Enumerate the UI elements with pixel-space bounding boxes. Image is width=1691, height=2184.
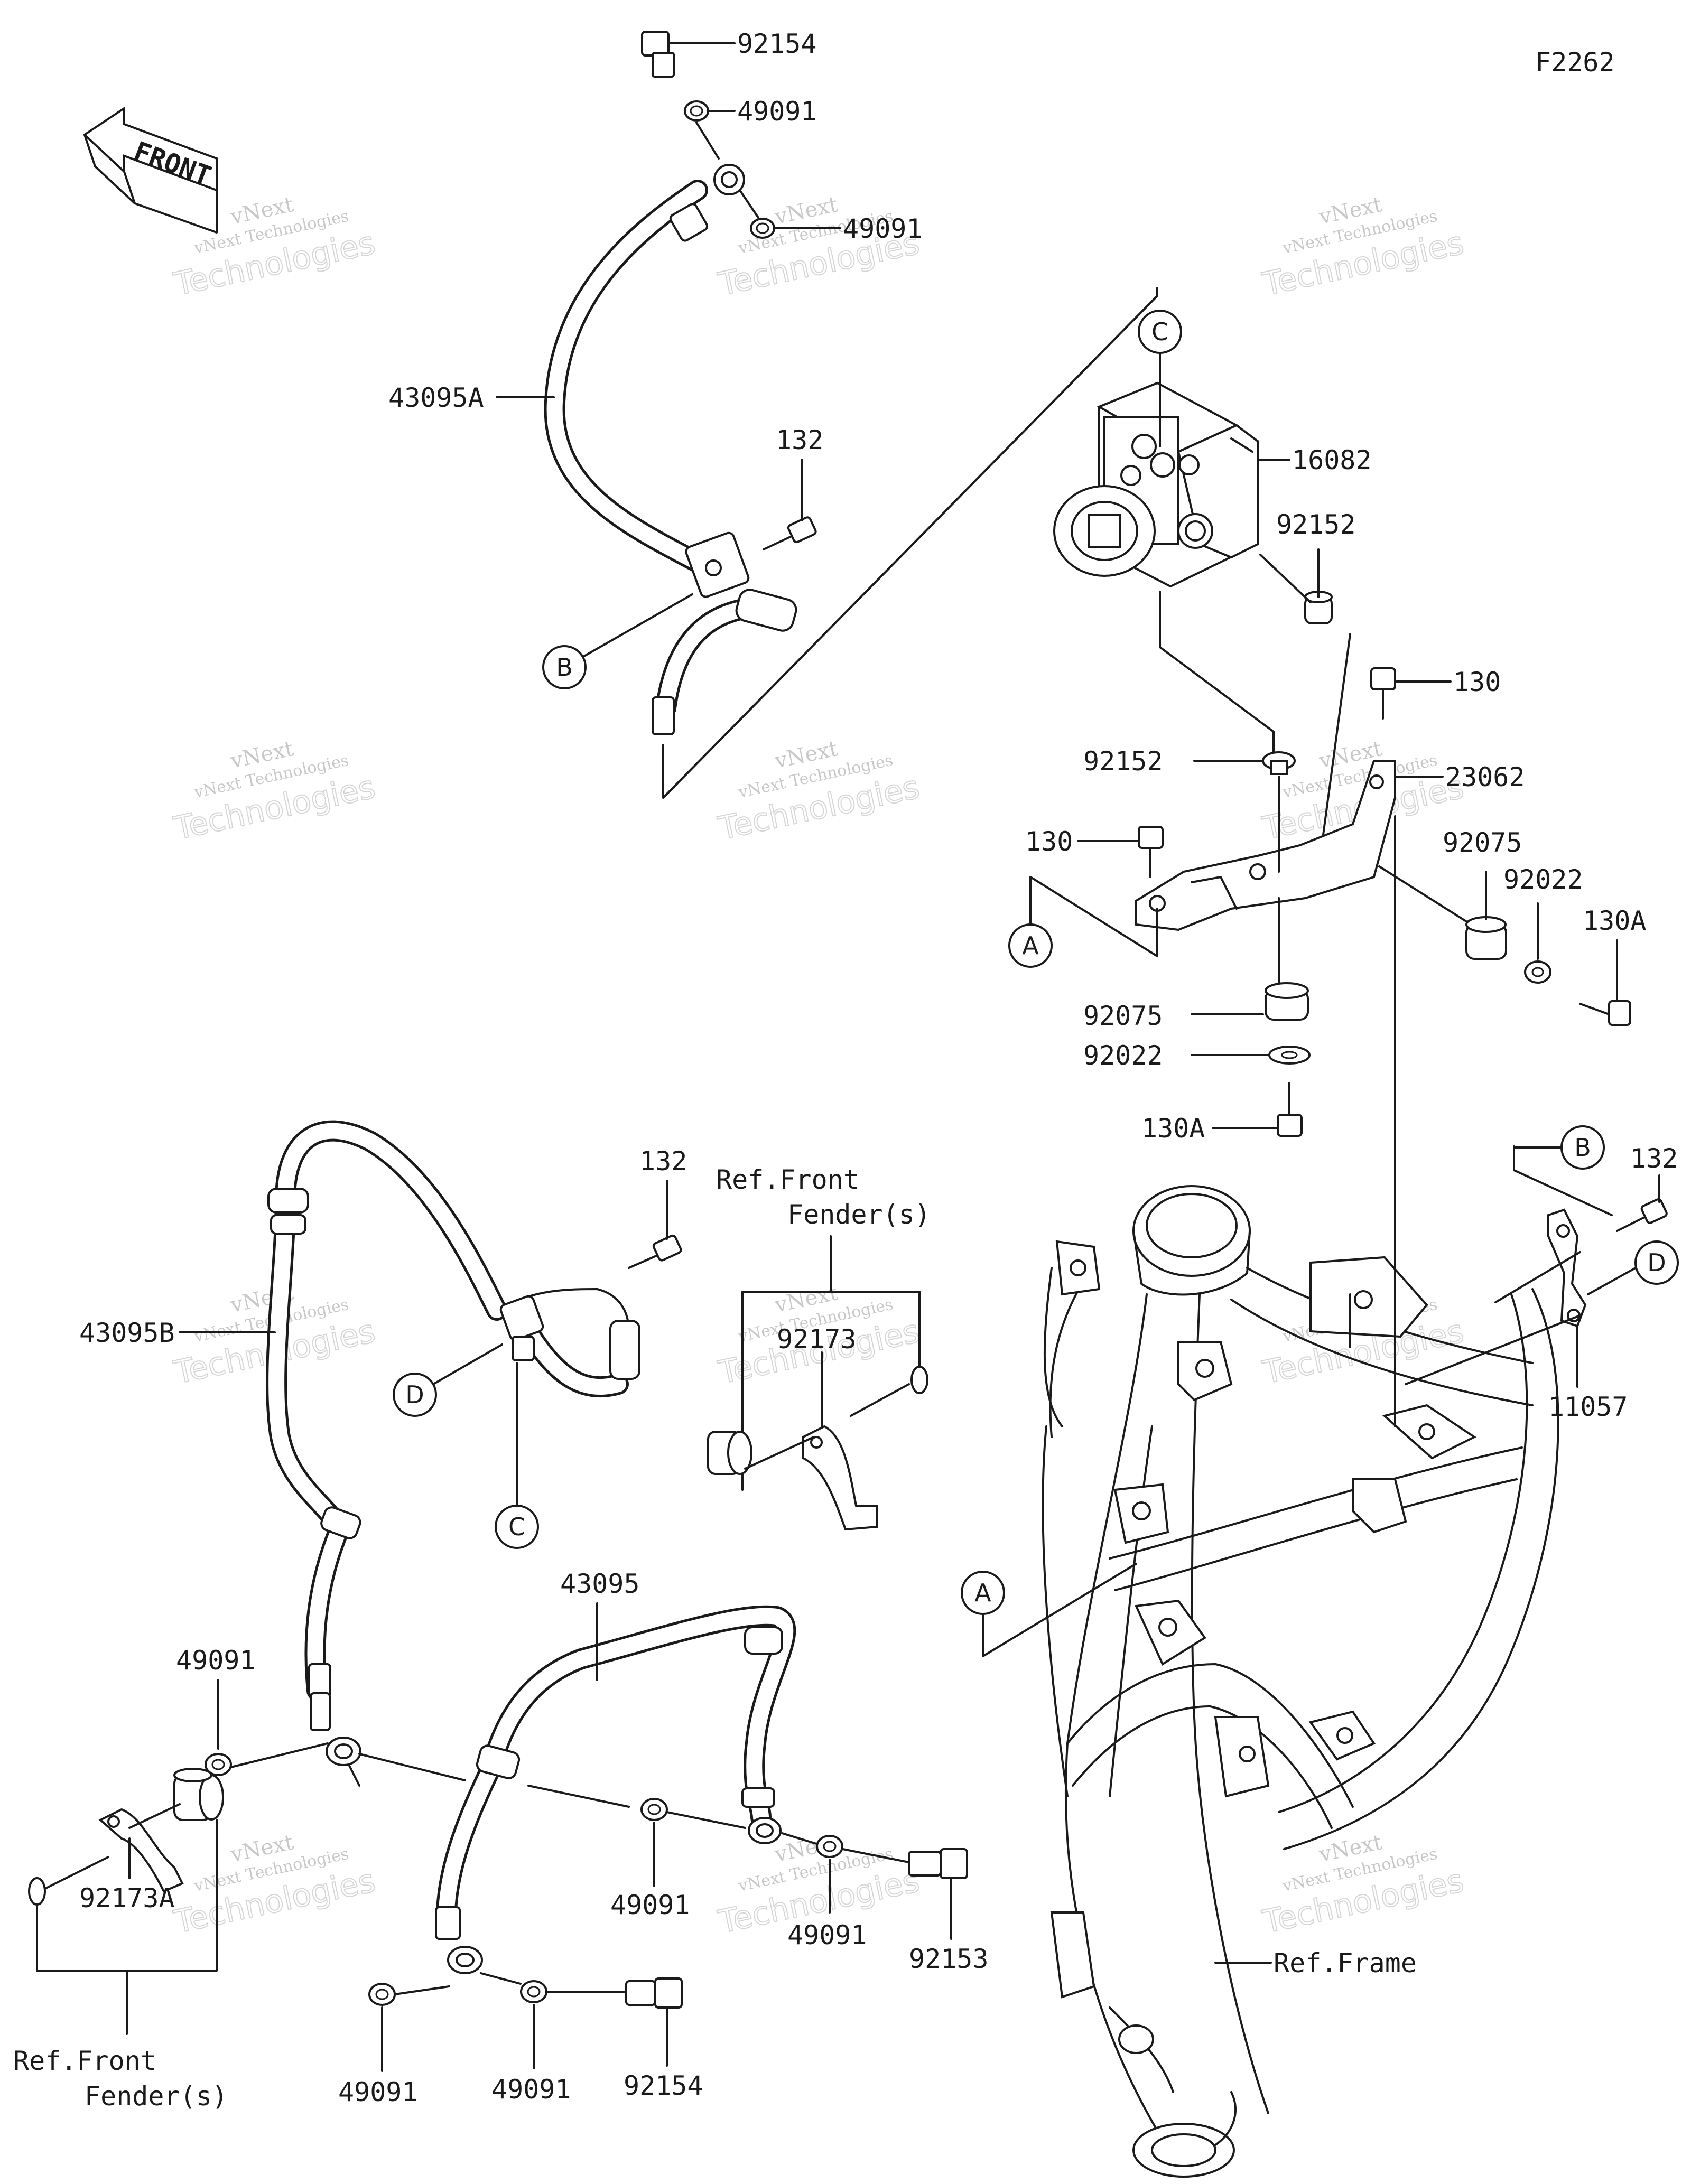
ref-label: Ref.Front bbox=[13, 2046, 156, 2076]
washer-92022 bbox=[1524, 960, 1551, 984]
guide-line bbox=[1513, 1145, 1613, 1216]
bolt-130A bbox=[1277, 1082, 1303, 1137]
hose-43095 bbox=[435, 1605, 796, 1974]
part-label: 43095A bbox=[388, 382, 484, 413]
clip-92173 bbox=[802, 1425, 878, 1531]
svg-text:D: D bbox=[405, 1380, 424, 1409]
rubber-damper-92075 bbox=[1465, 916, 1507, 960]
part-label: 92173 bbox=[777, 1324, 857, 1355]
part-label: 130A bbox=[1141, 1113, 1205, 1144]
callout-d bbox=[393, 1373, 437, 1417]
part-label: 92022 bbox=[1503, 864, 1583, 895]
part-label: 92154 bbox=[624, 2070, 703, 2101]
banjo-bolt-92153 bbox=[908, 1848, 968, 1879]
watermark: vNext vNext Technologies Technologies bbox=[1259, 1830, 1467, 1942]
part-label: Ref.Frame bbox=[1274, 1948, 1417, 1978]
watermark: vNext vNext Technologies Technologies bbox=[170, 736, 379, 848]
part-label: 49091 bbox=[491, 2074, 571, 2105]
washer-49091 bbox=[684, 100, 709, 122]
part-label: 130 bbox=[1453, 667, 1501, 697]
guide-line bbox=[1029, 876, 1158, 957]
part-label: 49091 bbox=[176, 1645, 256, 1676]
part-label: 49091 bbox=[843, 213, 923, 244]
front-arrow-icon: FRONT bbox=[82, 106, 218, 234]
washer-49091 bbox=[368, 1983, 396, 2006]
ref-label: Ref.Front bbox=[716, 1164, 859, 1195]
callout-a bbox=[961, 1571, 1005, 1615]
callout-b bbox=[542, 645, 587, 689]
svg-text:C: C bbox=[1151, 318, 1168, 346]
abs-unit-16082 bbox=[1053, 381, 1259, 588]
part-label: 92075 bbox=[1443, 827, 1522, 858]
svg-text:B: B bbox=[556, 653, 573, 682]
ref-label: Fender(s) bbox=[787, 1199, 931, 1230]
guide-line bbox=[1159, 591, 1275, 762]
washer-49091 bbox=[640, 1798, 668, 1821]
screw-92173 bbox=[850, 1366, 928, 1417]
frame bbox=[1042, 1185, 1559, 2178]
washer-49091 bbox=[750, 218, 775, 239]
part-label: 49091 bbox=[610, 1890, 690, 1920]
watermark: vNext vNext Technologies Technologies bbox=[170, 192, 379, 304]
washer-49091 bbox=[205, 1753, 232, 1776]
part-label: 132 bbox=[1630, 1143, 1678, 1174]
part-label: 92075 bbox=[1083, 1001, 1163, 1031]
watermark: vNext vNext Technologies Technologies bbox=[714, 736, 923, 848]
part-label: 49091 bbox=[737, 96, 817, 127]
washer-92022 bbox=[1268, 1046, 1311, 1065]
bolt-132 bbox=[628, 1234, 682, 1269]
svg-text:C: C bbox=[508, 1513, 525, 1541]
part-label: 23062 bbox=[1445, 762, 1525, 792]
part-label: 92022 bbox=[1083, 1040, 1163, 1071]
bolt-130A bbox=[1579, 1000, 1631, 1026]
clamp-11057 bbox=[1547, 1208, 1587, 1328]
part-label: 92154 bbox=[737, 29, 817, 59]
washer-49091 bbox=[520, 1980, 547, 2003]
part-label: 43095B bbox=[79, 1318, 175, 1348]
washer-49091 bbox=[816, 1835, 843, 1858]
svg-text:D: D bbox=[1647, 1248, 1666, 1277]
hose-43095A bbox=[544, 164, 797, 735]
hose-43095B bbox=[266, 1120, 640, 1787]
part-label: 49091 bbox=[787, 1920, 867, 1950]
watermark: vNext vNext Technologies Technologies bbox=[170, 1830, 379, 1942]
part-label: 132 bbox=[776, 425, 823, 455]
part-label: 49091 bbox=[338, 2077, 418, 2107]
banjo-bolt-92154-bottom bbox=[625, 1977, 683, 2009]
grommet-92152 bbox=[1262, 751, 1296, 775]
svg-text:B: B bbox=[1574, 1133, 1591, 1162]
ref-label: Fender(s) bbox=[85, 2081, 228, 2112]
bolt-132 bbox=[763, 516, 817, 550]
watermark: vNext vNext Technologies Technologies bbox=[1259, 192, 1467, 304]
rubber-damper-92075 bbox=[1265, 982, 1309, 1021]
guide-line bbox=[982, 1563, 1137, 1657]
part-label: 43095 bbox=[560, 1569, 640, 1599]
svg-text:A: A bbox=[1022, 931, 1039, 960]
figure-code: F2262 bbox=[1535, 47, 1615, 78]
part-label: 92153 bbox=[909, 1944, 989, 1974]
part-label: 92173A bbox=[79, 1883, 175, 1914]
collar-92173A bbox=[173, 1768, 224, 1821]
part-label: 132 bbox=[639, 1146, 687, 1177]
part-label: 92152 bbox=[1276, 509, 1356, 540]
callout-d bbox=[1634, 1240, 1679, 1285]
bolt-130 bbox=[1370, 667, 1396, 720]
part-label: 11057 bbox=[1548, 1392, 1628, 1422]
part-label: 92152 bbox=[1083, 746, 1163, 777]
part-label: 130A bbox=[1583, 906, 1646, 936]
clip-92173A bbox=[98, 1808, 184, 1893]
bolt-130 bbox=[1138, 826, 1164, 878]
banjo-bolt-92154-top bbox=[641, 31, 675, 78]
part-label: 130 bbox=[1025, 826, 1073, 857]
collar-92173 bbox=[707, 1431, 752, 1475]
part-label: 16082 bbox=[1292, 445, 1372, 475]
bolt-132 bbox=[1616, 1198, 1668, 1232]
svg-text:A: A bbox=[974, 1579, 991, 1607]
